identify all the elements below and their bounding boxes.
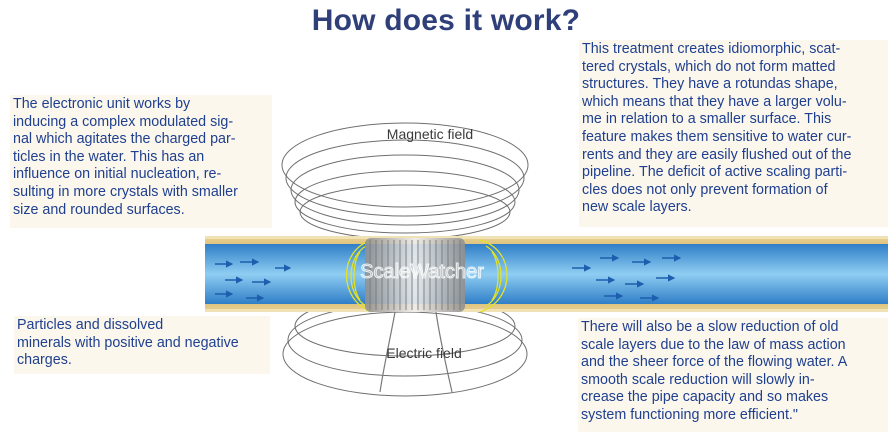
electric-field-lines	[345, 239, 508, 313]
magnetic-field-lines	[281, 122, 529, 240]
flow-arrows	[215, 254, 682, 302]
note-scale-reduction: There will also be a slow reduction of o…	[578, 318, 888, 432]
pipe	[205, 236, 888, 312]
note-particles: Particles and dissolved minerals with po…	[14, 316, 270, 374]
coil-wires	[379, 311, 453, 393]
magnetic-field-label: Magnetic field	[387, 126, 473, 142]
page-title: How does it work?	[311, 4, 581, 37]
note-crystal-treatment: This treatment creates idiomorphic, scat…	[579, 40, 888, 227]
coil	[365, 238, 465, 312]
electric-field-label: Electric field	[386, 345, 461, 361]
note-electronic-unit: The electronic unit works by inducing a …	[10, 95, 272, 228]
brand-watermark: ScaleWatcher	[360, 261, 484, 283]
